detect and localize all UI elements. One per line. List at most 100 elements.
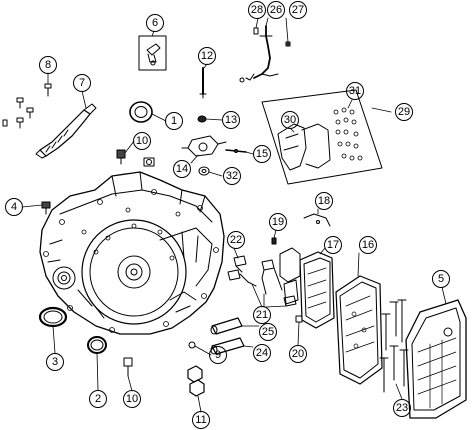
leader-lines [21,17,447,413]
part-sensor-7 [35,103,97,159]
callout-label: 1 [171,115,177,127]
part-pin-19 [271,237,277,245]
part-sleeve-25 [210,317,243,335]
callout-label: 6 [152,17,158,29]
callout-circle-28 [248,1,266,19]
callout-label: 3 [52,356,58,368]
callout-circle-14 [173,160,191,178]
callout-circle-10b [123,390,141,408]
callout-circle-20 [289,345,307,363]
callout-circle-29 [395,103,413,121]
part-fitting-6 [138,35,167,71]
callout-label: 4 [11,201,17,213]
part-nut-32 [198,166,210,176]
callout-label: 19 [272,216,284,228]
part-connector-22 [233,255,247,273]
callout-circle-17 [324,236,342,254]
callout-circle-32 [223,167,241,185]
callout-circle-15 [253,145,271,163]
part-oring-2 [87,336,107,354]
callout-circle-30 [281,111,299,129]
callout-label: 13 [225,114,237,126]
part-connectors-21 [227,259,297,307]
callout-circle-3 [46,353,64,371]
part-valve-body-16 [335,275,383,385]
part-bolts-23 [379,299,409,393]
callout-label: 20 [292,348,304,360]
callout-circle-25 [259,323,277,341]
callout-label: 23 [396,402,408,414]
callout-label: 30 [284,114,296,126]
callout-circle-4 [5,198,23,216]
part-bushing-13 [197,115,207,123]
part-plug-9 [188,341,196,349]
callout-label: 14 [176,163,188,175]
callout-circle-27 [289,1,307,19]
part-bolts-31 [333,107,363,161]
part-bolts-8 [2,83,52,129]
callout-label: 8 [45,59,51,71]
callout-circle-21 [253,306,271,324]
callout-circle-26 [267,1,285,19]
callout-label: 25 [262,326,274,338]
part-clip-28 [253,27,259,35]
callout-label: 24 [256,347,268,359]
callout-label: 16 [362,239,374,251]
callout-label: 22 [230,234,242,246]
callout-circle-9 [209,346,227,364]
callout-label: 31 [349,85,361,97]
part-hose-27 [285,41,291,47]
callout-label: 9 [215,349,221,361]
part-bolt-10a [116,149,126,165]
part-solenoid-17 [279,247,335,329]
part-bracket-line [239,73,279,83]
callout-label: 17 [327,239,339,251]
part-kit-box-29 [261,89,383,185]
callout-label: 11 [195,414,206,426]
callout-circle-16 [359,236,377,254]
part-bolt-20 [295,315,303,323]
callout-circle-22 [227,231,245,249]
part-cooler-line-26 [245,25,273,81]
part-seal-1 [129,101,153,123]
callout-circle-8 [39,56,57,74]
callout-label: 32 [226,170,238,182]
part-washer-10a [143,157,155,167]
part-oil-pan-5 [405,299,467,419]
callout-circle-13 [222,111,240,129]
callout-circle-1 [165,112,183,130]
part-shaft-15 [225,149,247,153]
callout-label: 7 [79,77,85,89]
callout-circle-11 [192,411,210,429]
callout-circle-5 [432,270,450,288]
part-bolt-10b [123,357,133,377]
callout-circle-23 [393,399,411,417]
callout-label: 15 [256,148,268,160]
part-bolt-4 [41,201,51,215]
part-seal-ring-3 [38,306,68,328]
callout-circles [5,1,450,429]
callout-label: 10 [126,393,138,405]
transmission-case [39,171,225,335]
part-bracket-18 [303,213,331,227]
callout-label: 21 [256,309,268,321]
callout-label: 18 [318,195,330,207]
part-plugs-11 [187,365,205,397]
part-valve-14 [181,135,227,157]
callout-label: 28 [251,4,263,16]
callout-label: 29 [398,106,410,118]
callout-label: 12 [201,50,213,62]
callout-labels: 1 2 3 4 5 6 7 8 9 10 10 11 12 13 14 15 1… [11,4,444,426]
callout-label: 10 [136,135,148,147]
callout-circle-6 [146,14,164,32]
callout-label: 5 [438,273,444,285]
callout-label: 2 [95,393,101,405]
callout-label: 26 [270,4,282,16]
callout-circle-31 [346,82,364,100]
callout-circle-2 [89,390,107,408]
callout-circle-12 [198,47,216,65]
part-plate-30 [277,123,331,171]
callout-label: 27 [292,4,304,16]
part-tube-12 [199,67,207,99]
